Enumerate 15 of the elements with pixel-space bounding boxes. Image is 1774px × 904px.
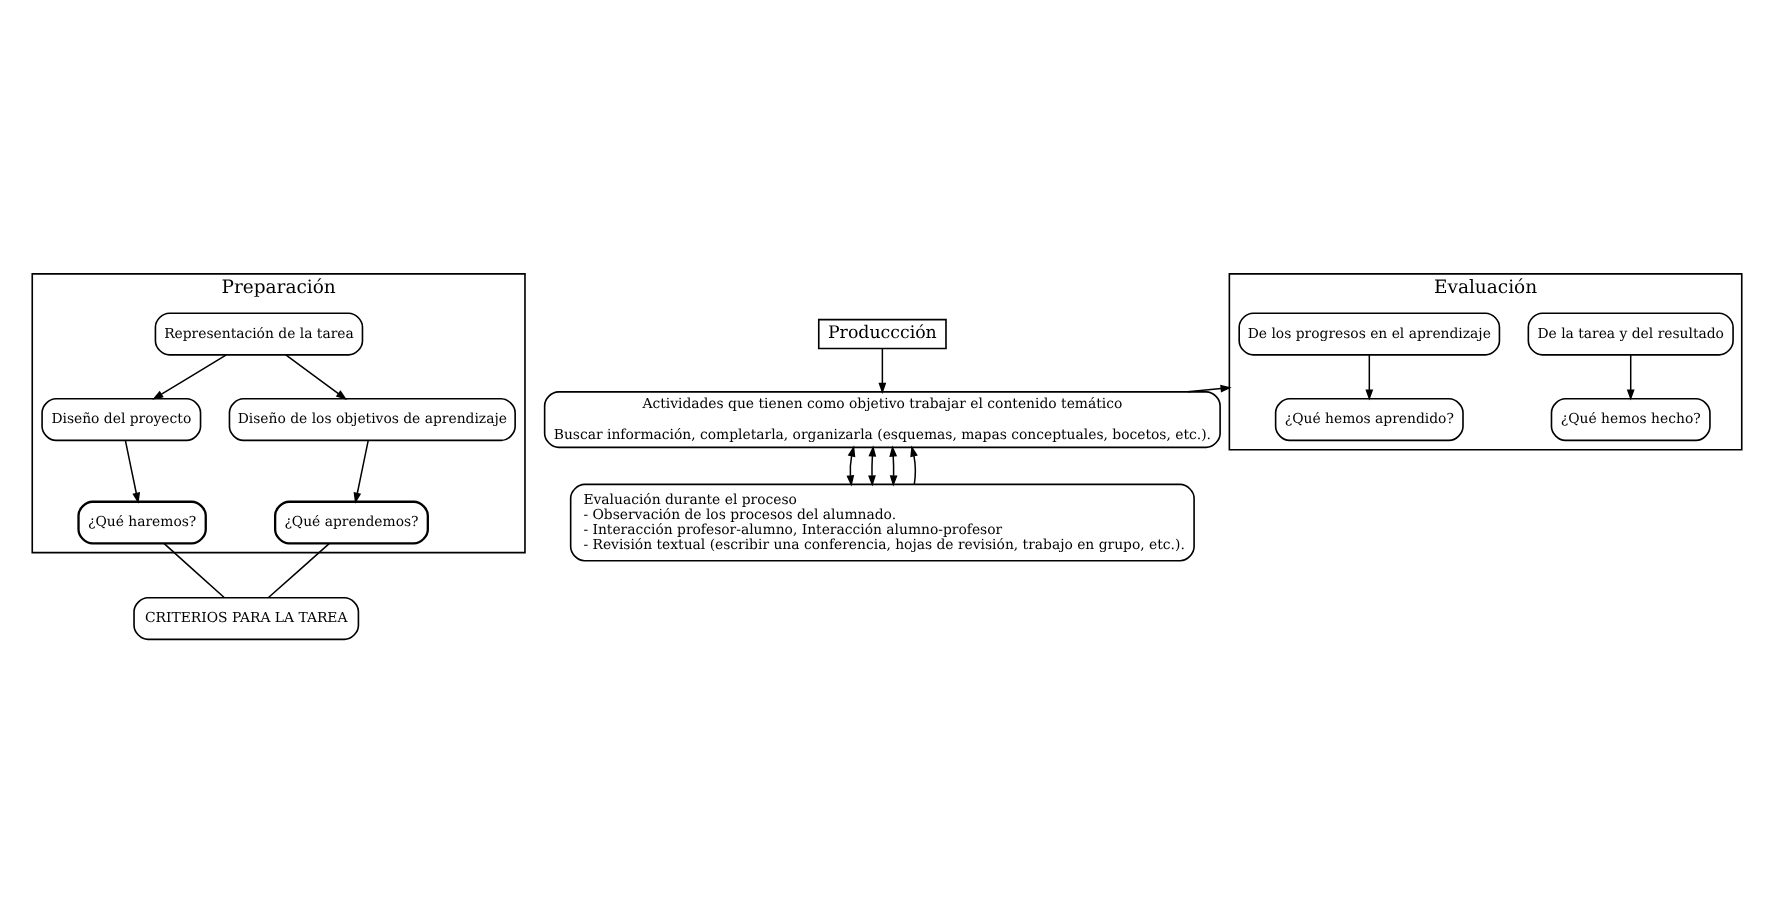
arrow <box>353 439 369 504</box>
arrow <box>124 439 141 504</box>
connector <box>267 542 330 599</box>
arrow <box>1186 384 1232 393</box>
connector <box>163 542 225 599</box>
node-box: Produccción <box>817 318 947 350</box>
arrow <box>846 445 856 487</box>
arrow <box>285 354 348 400</box>
arrow <box>152 354 228 400</box>
arrow <box>1626 354 1635 401</box>
arrow <box>868 445 877 487</box>
arrow <box>1365 354 1374 401</box>
arrow <box>910 445 918 485</box>
arrow <box>878 347 887 394</box>
arrow <box>889 445 898 487</box>
